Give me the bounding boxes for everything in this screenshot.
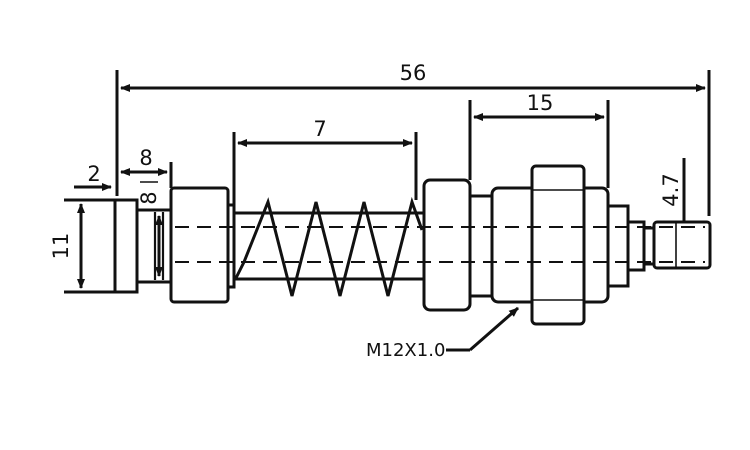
dimension-spring-length: 7: [232, 117, 418, 205]
dimension-label-15: 15: [527, 91, 554, 115]
dimension-overall-length: 56: [115, 61, 711, 216]
flange: [169, 186, 230, 304]
spring-housing: [232, 211, 426, 281]
hex-nut: [530, 164, 586, 326]
dimension-label-8-width: 8: [139, 146, 152, 170]
thread-callout: M12X1.0: [366, 306, 519, 361]
dimension-tip-diameter: 4.7: [659, 158, 686, 222]
dimension-label-56: 56: [400, 61, 427, 85]
tip-end: [652, 220, 712, 270]
dimension-label-2: 2: [87, 162, 100, 186]
collar: [422, 178, 472, 312]
dimension-thread-length: 15: [468, 91, 610, 188]
step-ring: [606, 204, 630, 288]
dimension-label-8-diameter: 8: [137, 191, 161, 204]
dimension-label-11: 11: [49, 233, 73, 260]
dimension-inner-diameter: 8: [137, 181, 163, 277]
body-step: [468, 194, 494, 298]
part-body: [113, 164, 712, 326]
spring-coil: [234, 196, 424, 297]
dimension-outer-diameter: 11: [49, 198, 115, 294]
thread-spec-label: M12X1.0: [366, 340, 445, 361]
dimension-label-4-7: 4.7: [659, 173, 683, 206]
dimension-flange-width: 8: [120, 146, 173, 188]
end-cap: [113, 198, 139, 294]
dimension-label-7: 7: [313, 117, 326, 141]
dimension-small-offset: 2: [74, 162, 112, 191]
